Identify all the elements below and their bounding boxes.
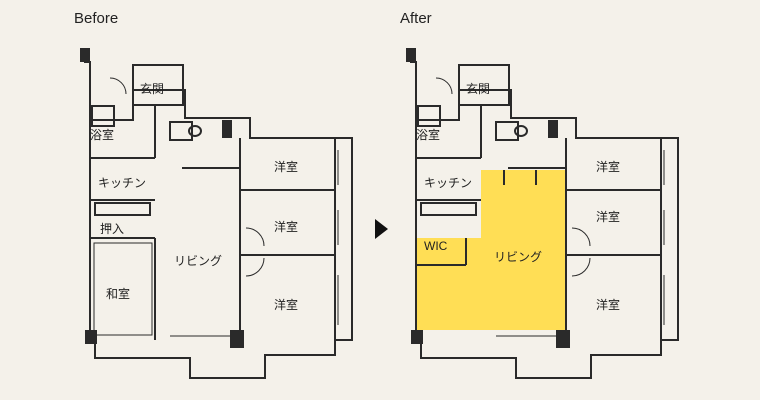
kitchen-counter — [94, 202, 151, 216]
label-western-1: 洋室 — [274, 160, 299, 174]
highlight-living-wic — [416, 170, 566, 330]
door-swing-2 — [571, 257, 591, 277]
label-wic: WIC — [424, 239, 448, 253]
label-kitchen: キッチン — [98, 176, 147, 190]
toilet — [169, 121, 193, 141]
label-living: リビング — [494, 250, 543, 264]
label-entrance: 玄関 — [140, 82, 165, 96]
floor-plan-before: 玄関 浴室 キッチン 押入 和室 リビング 洋室 洋室 洋室 — [70, 40, 370, 390]
door-swing-entrance — [435, 77, 453, 95]
label-entrance: 玄関 — [466, 82, 491, 96]
right-triangle-arrow-icon — [375, 219, 388, 239]
door-swing-2 — [245, 257, 265, 277]
bath-tub — [417, 105, 441, 127]
label-closet: 押入 — [100, 222, 125, 236]
label-western-3: 洋室 — [596, 298, 621, 312]
pillar-1 — [406, 48, 416, 62]
toilet-bowl — [514, 125, 528, 137]
entrance-frame — [458, 64, 510, 106]
before-caption: Before — [74, 10, 119, 27]
pillar-4 — [85, 330, 97, 344]
pillar-3 — [548, 120, 558, 138]
bath-tub — [91, 105, 115, 127]
after-caption: After — [400, 10, 432, 27]
toilet-bowl — [188, 125, 202, 137]
floor-plan-before-drawing — [80, 48, 353, 379]
label-western-2: 洋室 — [596, 210, 621, 224]
label-living: リビング — [174, 254, 223, 268]
label-bath: 浴室 — [90, 128, 115, 142]
pillar-1 — [80, 48, 90, 62]
pillar-3 — [222, 120, 232, 138]
toilet — [495, 121, 519, 141]
label-western-3: 洋室 — [274, 298, 299, 312]
pillar-2 — [556, 330, 570, 348]
tatami-area — [93, 242, 153, 336]
door-swing-1 — [571, 227, 591, 247]
floor-plan-after-drawing — [406, 48, 679, 379]
label-western-1: 洋室 — [596, 160, 621, 174]
pillar-2 — [230, 330, 244, 348]
label-kitchen: キッチン — [424, 176, 473, 190]
pillar-4 — [411, 330, 423, 344]
label-bath: 浴室 — [416, 128, 441, 142]
floor-plan-after: 玄関 浴室 キッチン WIC リビング 洋室 洋室 洋室 — [396, 40, 696, 390]
door-swing-1 — [245, 227, 265, 247]
label-western-2: 洋室 — [274, 220, 299, 234]
door-swing-entrance — [109, 77, 127, 95]
label-japanese-room: 和室 — [106, 287, 131, 301]
kitchen-counter — [420, 202, 477, 216]
